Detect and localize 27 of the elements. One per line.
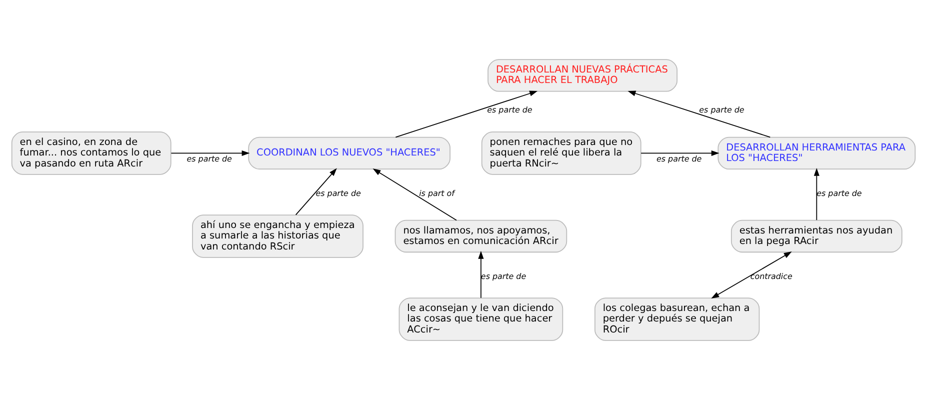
node-box: ahí uno se engancha y empieza a sumarle a las historias que van contando RScir	[192, 214, 364, 258]
arrow	[295, 168, 337, 216]
edge-label: es parte de	[186, 154, 232, 164]
node-box: en el casino, en zona de fumar... nos contamos lo que va pasando en ruta ARcir	[11, 132, 172, 175]
arrow	[640, 150, 720, 156]
node-box: nos llamamos, nos apoyamos, estamos en comunicación ARcir	[394, 220, 568, 253]
arrow	[711, 252, 792, 299]
node-box: DESARROLLAN NUEVAS PRÁCTICAS PARA HACER EL TRABAJO	[488, 59, 678, 92]
edge-label: es parte de	[699, 106, 744, 115]
arrow	[372, 168, 457, 221]
arrow	[395, 90, 538, 138]
node-box: DESARROLLAN HERRAMIENTAS PARA LOS "HACERES"	[718, 136, 916, 170]
arrow	[628, 90, 771, 138]
edge-label: es parte de	[487, 106, 532, 115]
node-box: le aconsejan y le van diciendo las cosas que tiene que hacer ACcir~	[398, 298, 564, 341]
edge-label: es parte de	[816, 188, 862, 198]
node-box: los colegas basurean, echan a perder y depués se quejan ROcir	[594, 298, 760, 341]
node-box: ponen remaches para que no saquen el relé que libera la puerta RNcir~	[481, 132, 642, 175]
node-box: estas herramientas nos ayudan en la pega RAcir	[730, 220, 902, 253]
edge-label: contradice	[750, 272, 792, 281]
arrow	[170, 150, 250, 156]
arrow	[478, 250, 484, 298]
edge-label: es parte de	[656, 154, 702, 164]
edge-label: is part of	[419, 188, 454, 198]
arrow	[814, 168, 820, 220]
edge-label: es parte de	[316, 188, 361, 198]
node-box: COORDINAN LOS NUEVOS "HACERES"	[248, 136, 450, 170]
